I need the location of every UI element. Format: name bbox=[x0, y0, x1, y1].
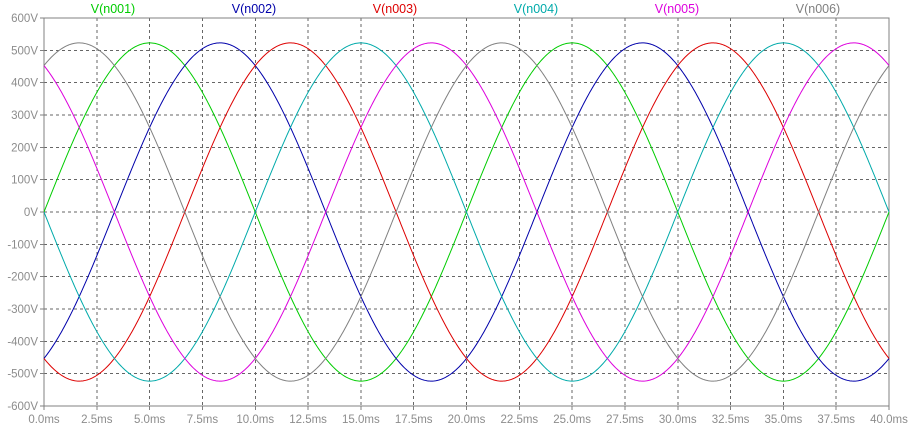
x-tick-label: 17.5ms bbox=[395, 414, 433, 426]
legend-entry[interactable]: V(n004) bbox=[514, 2, 558, 16]
y-tick-label: -400V bbox=[7, 336, 38, 348]
x-tick-label: 2.5ms bbox=[81, 414, 113, 426]
x-tick-label: 0.0ms bbox=[28, 414, 60, 426]
x-tick-label: 30.0ms bbox=[659, 414, 697, 426]
x-tick-label: 40.0ms bbox=[870, 414, 908, 426]
y-tick-label: 400V bbox=[11, 78, 38, 90]
x-tick-label: 5.0ms bbox=[134, 414, 166, 426]
x-tick-label: 7.5ms bbox=[187, 414, 219, 426]
x-tick-label: 15.0ms bbox=[342, 414, 380, 426]
y-tick-label: 200V bbox=[11, 142, 38, 154]
x-tick-label: 20.0ms bbox=[448, 414, 486, 426]
x-tick-label: 22.5ms bbox=[500, 414, 538, 426]
x-tick-label: 12.5ms bbox=[289, 414, 327, 426]
x-tick-label: 25.0ms bbox=[553, 414, 591, 426]
y-tick-label: -500V bbox=[7, 369, 38, 381]
legend-entry[interactable]: V(n005) bbox=[655, 2, 699, 16]
y-tick-label: 600V bbox=[11, 13, 38, 25]
y-tick-label: 500V bbox=[11, 45, 38, 57]
legend-entry[interactable]: V(n001) bbox=[91, 2, 135, 16]
y-tick-label: -600V bbox=[7, 401, 38, 413]
x-tick-label: 27.5ms bbox=[606, 414, 644, 426]
y-tick-label: -300V bbox=[7, 304, 38, 316]
y-tick-label: 300V bbox=[11, 110, 38, 122]
y-tick-label: 100V bbox=[11, 175, 38, 187]
trace-vn006 bbox=[43, 42, 890, 382]
y-tick-label: -100V bbox=[7, 239, 38, 251]
x-tick-label: 32.5ms bbox=[712, 414, 750, 426]
y-tick-label: -200V bbox=[7, 272, 38, 284]
legend-entry[interactable]: V(n003) bbox=[373, 2, 417, 16]
x-tick-label: 35.0ms bbox=[765, 414, 803, 426]
y-tick-label: 0V bbox=[24, 207, 38, 219]
legend-entry[interactable]: V(n006) bbox=[796, 2, 840, 16]
x-tick-label: 10.0ms bbox=[236, 414, 274, 426]
x-tick-label: 37.5ms bbox=[817, 414, 855, 426]
legend-entry[interactable]: V(n002) bbox=[232, 2, 276, 16]
